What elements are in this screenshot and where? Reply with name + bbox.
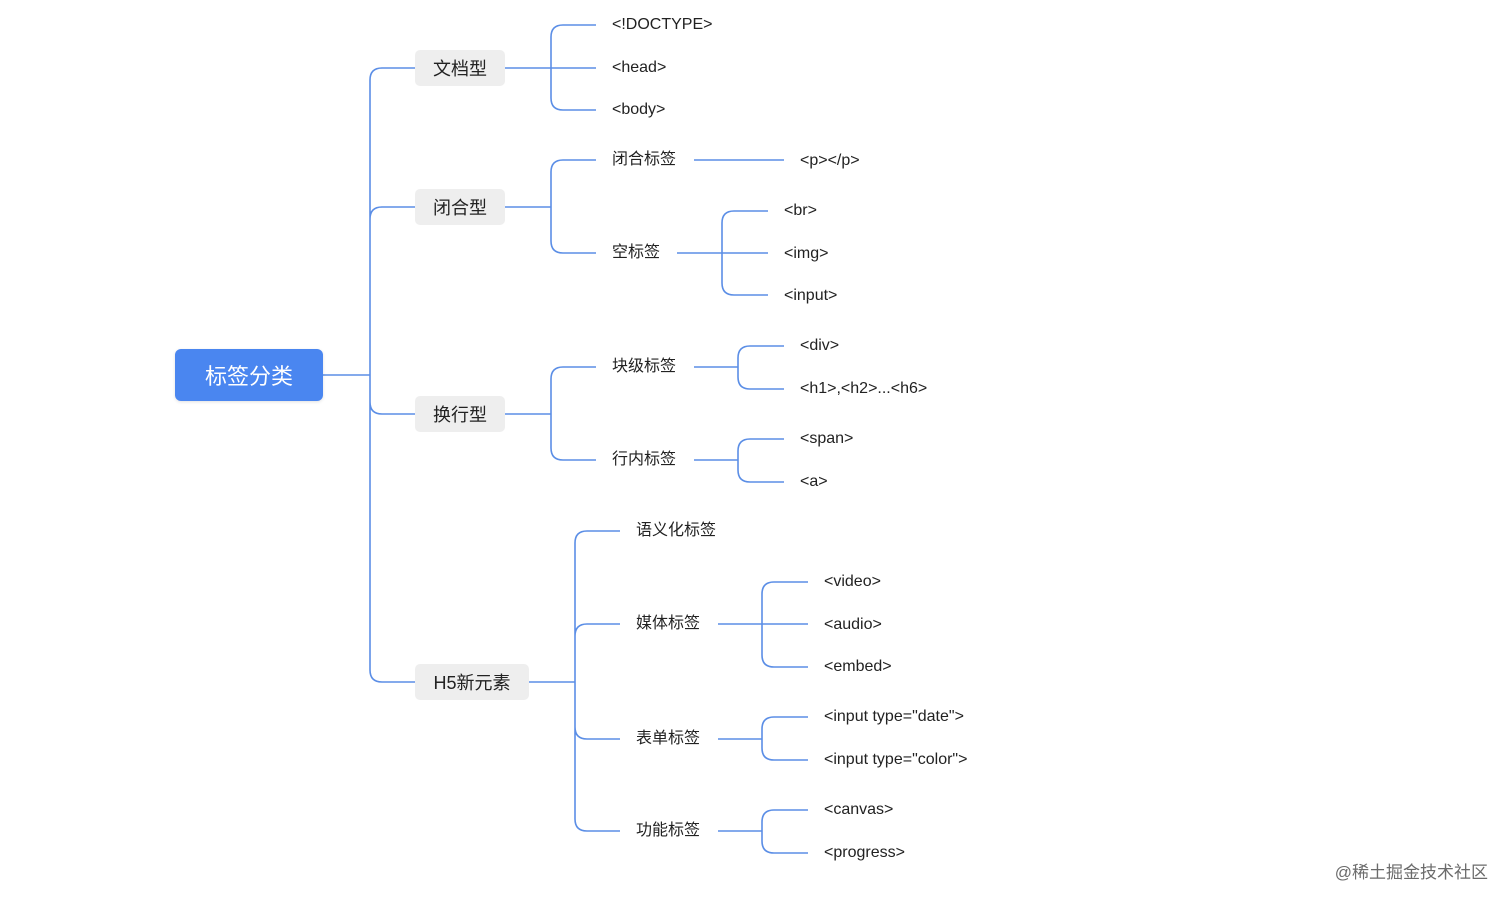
media-item-embed[interactable]: <embed>	[824, 658, 892, 675]
connector-function-tag	[718, 809, 808, 854]
inline-tag-node[interactable]: 行内标签	[612, 451, 677, 468]
category-linebreak[interactable]: 换行型	[415, 396, 505, 432]
form-tag-node[interactable]: 表单标签	[636, 730, 701, 747]
empty-item-img[interactable]: <img>	[784, 245, 829, 262]
inline-item-a[interactable]: <a>	[800, 473, 828, 490]
form-item-date[interactable]: <input type="date">	[824, 708, 964, 725]
doc-item-head[interactable]: <head>	[612, 59, 667, 76]
connector-inline-tag	[694, 438, 784, 483]
connector-root	[323, 67, 415, 683]
watermark-text: @稀土掘金技术社区	[1334, 863, 1488, 882]
semantic-tag-node[interactable]: 语义化标签	[636, 522, 717, 539]
root-node[interactable]: 标签分类	[175, 349, 323, 401]
doc-item-body[interactable]: <body>	[612, 101, 666, 118]
inline-item-span[interactable]: <span>	[800, 430, 854, 447]
empty-item-br[interactable]: <br>	[784, 202, 817, 219]
empty-item-input[interactable]: <input>	[784, 287, 838, 304]
block-tag-node[interactable]: 块级标签	[612, 358, 677, 375]
connector-h5	[529, 530, 620, 832]
connector-media-tag	[718, 581, 808, 668]
connector-form-tag	[718, 716, 808, 761]
form-item-color[interactable]: <input type="color">	[824, 751, 968, 768]
block-item-div[interactable]: <div>	[800, 337, 840, 354]
block-item-headings[interactable]: <h1>,<h2>...<h6>	[800, 380, 928, 397]
connector-linebreak	[505, 366, 596, 461]
connector-doc	[505, 24, 596, 111]
closed-tag-example[interactable]: <p></p>	[800, 152, 860, 169]
media-tag-node[interactable]: 媒体标签	[636, 615, 701, 632]
media-item-video[interactable]: <video>	[824, 573, 881, 590]
media-item-audio[interactable]: <audio>	[824, 616, 882, 633]
empty-tag-node[interactable]: 空标签	[612, 244, 661, 261]
closed-tag-node[interactable]: 闭合标签	[612, 151, 677, 168]
function-item-canvas[interactable]: <canvas>	[824, 801, 894, 818]
connector-closure	[505, 159, 596, 254]
function-item-progress[interactable]: <progress>	[824, 844, 905, 861]
connector-empty-tag	[677, 210, 768, 296]
category-closure[interactable]: 闭合型	[415, 189, 505, 225]
category-doc[interactable]: 文档型	[415, 50, 505, 86]
function-tag-node[interactable]: 功能标签	[636, 822, 701, 839]
doc-item-doctype[interactable]: <!DOCTYPE>	[612, 16, 713, 33]
connector-block-tag	[694, 345, 784, 390]
category-h5[interactable]: H5新元素	[415, 664, 529, 700]
